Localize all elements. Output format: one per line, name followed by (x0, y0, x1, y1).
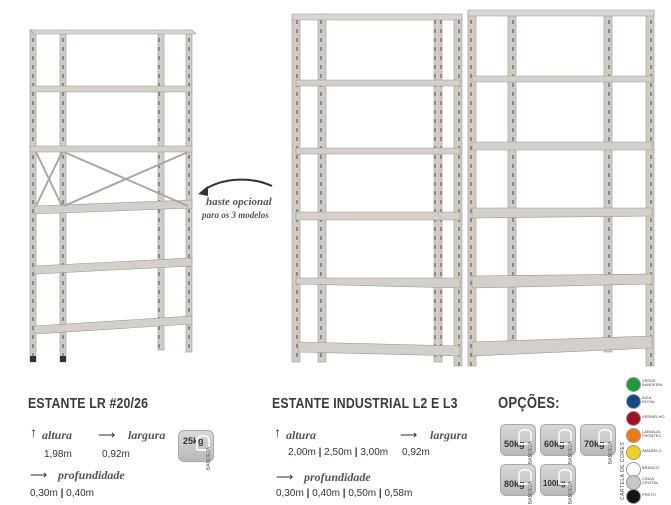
option-badge-100kg: 100kg BANDEJA (540, 464, 576, 504)
altura-arrow-icon-2: ↑ (274, 424, 281, 440)
lr-altura-value: 1,98m (44, 449, 72, 460)
lock-icon (558, 469, 572, 485)
optional-rod-note: haste opcional (206, 196, 272, 208)
options-title: OPÇÕES: (498, 395, 560, 412)
lr-prof-values: 0,30m | 0,40m (30, 488, 94, 499)
color-swatch-orange (626, 428, 641, 443)
shelf-lr-image (29, 29, 197, 363)
option-badge-80kg: 80kg BANDEJA (500, 464, 536, 504)
shelving-illustration (29, 9, 655, 367)
color-swatch-yellow (626, 445, 641, 460)
lr-load-badge: 25kg BANDEJA (178, 430, 214, 470)
lock-icon (196, 435, 210, 451)
industrial-altura-values: 2,00m | 2,50m | 3,00m (288, 447, 389, 458)
industrial-profundidade-label: profundidade (304, 470, 371, 484)
option-badge-50kg: 50kg BANDEJA (500, 424, 536, 464)
industrial-altura-label: altura (286, 428, 317, 442)
color-swatch-green (626, 377, 641, 392)
color-chart-title: CARTELA DE CORES (620, 441, 626, 500)
industrial-prof-values: 0,30m | 0,40m | 0,50m | 0,58m (276, 488, 413, 499)
lock-icon (518, 429, 532, 445)
curved-arrow-icon (203, 178, 273, 191)
largura-arrow-icon-2: ⟶ (400, 428, 418, 442)
industrial-largura-label: largura (430, 428, 468, 442)
lock-icon (558, 429, 572, 445)
lr-altura-label: altura (42, 428, 73, 442)
optional-rod-note-sub: para os 3 modelos (202, 210, 269, 220)
profundidade-arrow-icon-2: ⟶ (276, 470, 294, 484)
industrial-largura-value: 0,92m (402, 447, 430, 458)
lr-largura-label: largura (128, 428, 166, 442)
industrial-title: ESTANTE INDUSTRIAL L2 E L3 (272, 395, 458, 412)
largura-arrow-icon: ⟶ (98, 428, 116, 442)
lr-title: ESTANTE LR #20/26 (28, 395, 149, 412)
shelf-industrial-l3-image (467, 9, 655, 367)
lock-icon (518, 469, 532, 485)
color-swatch-red (626, 411, 641, 426)
altura-arrow-icon: ↑ (30, 424, 37, 440)
color-swatch-black (626, 489, 641, 504)
color-swatch-blue (626, 394, 641, 409)
option-badge-70kg: 70kg BANDEJA (580, 424, 616, 464)
color-swatch-gray (626, 475, 641, 490)
lock-icon (598, 429, 612, 445)
profundidade-arrow-icon: ⟶ (30, 468, 48, 482)
lr-largura-value: 0,92m (102, 449, 130, 460)
option-badge-60kg: 60kg BANDEJA (540, 424, 576, 464)
lr-profundidade-label: profundidade (58, 468, 125, 482)
shelf-industrial-l2-image (291, 13, 463, 367)
